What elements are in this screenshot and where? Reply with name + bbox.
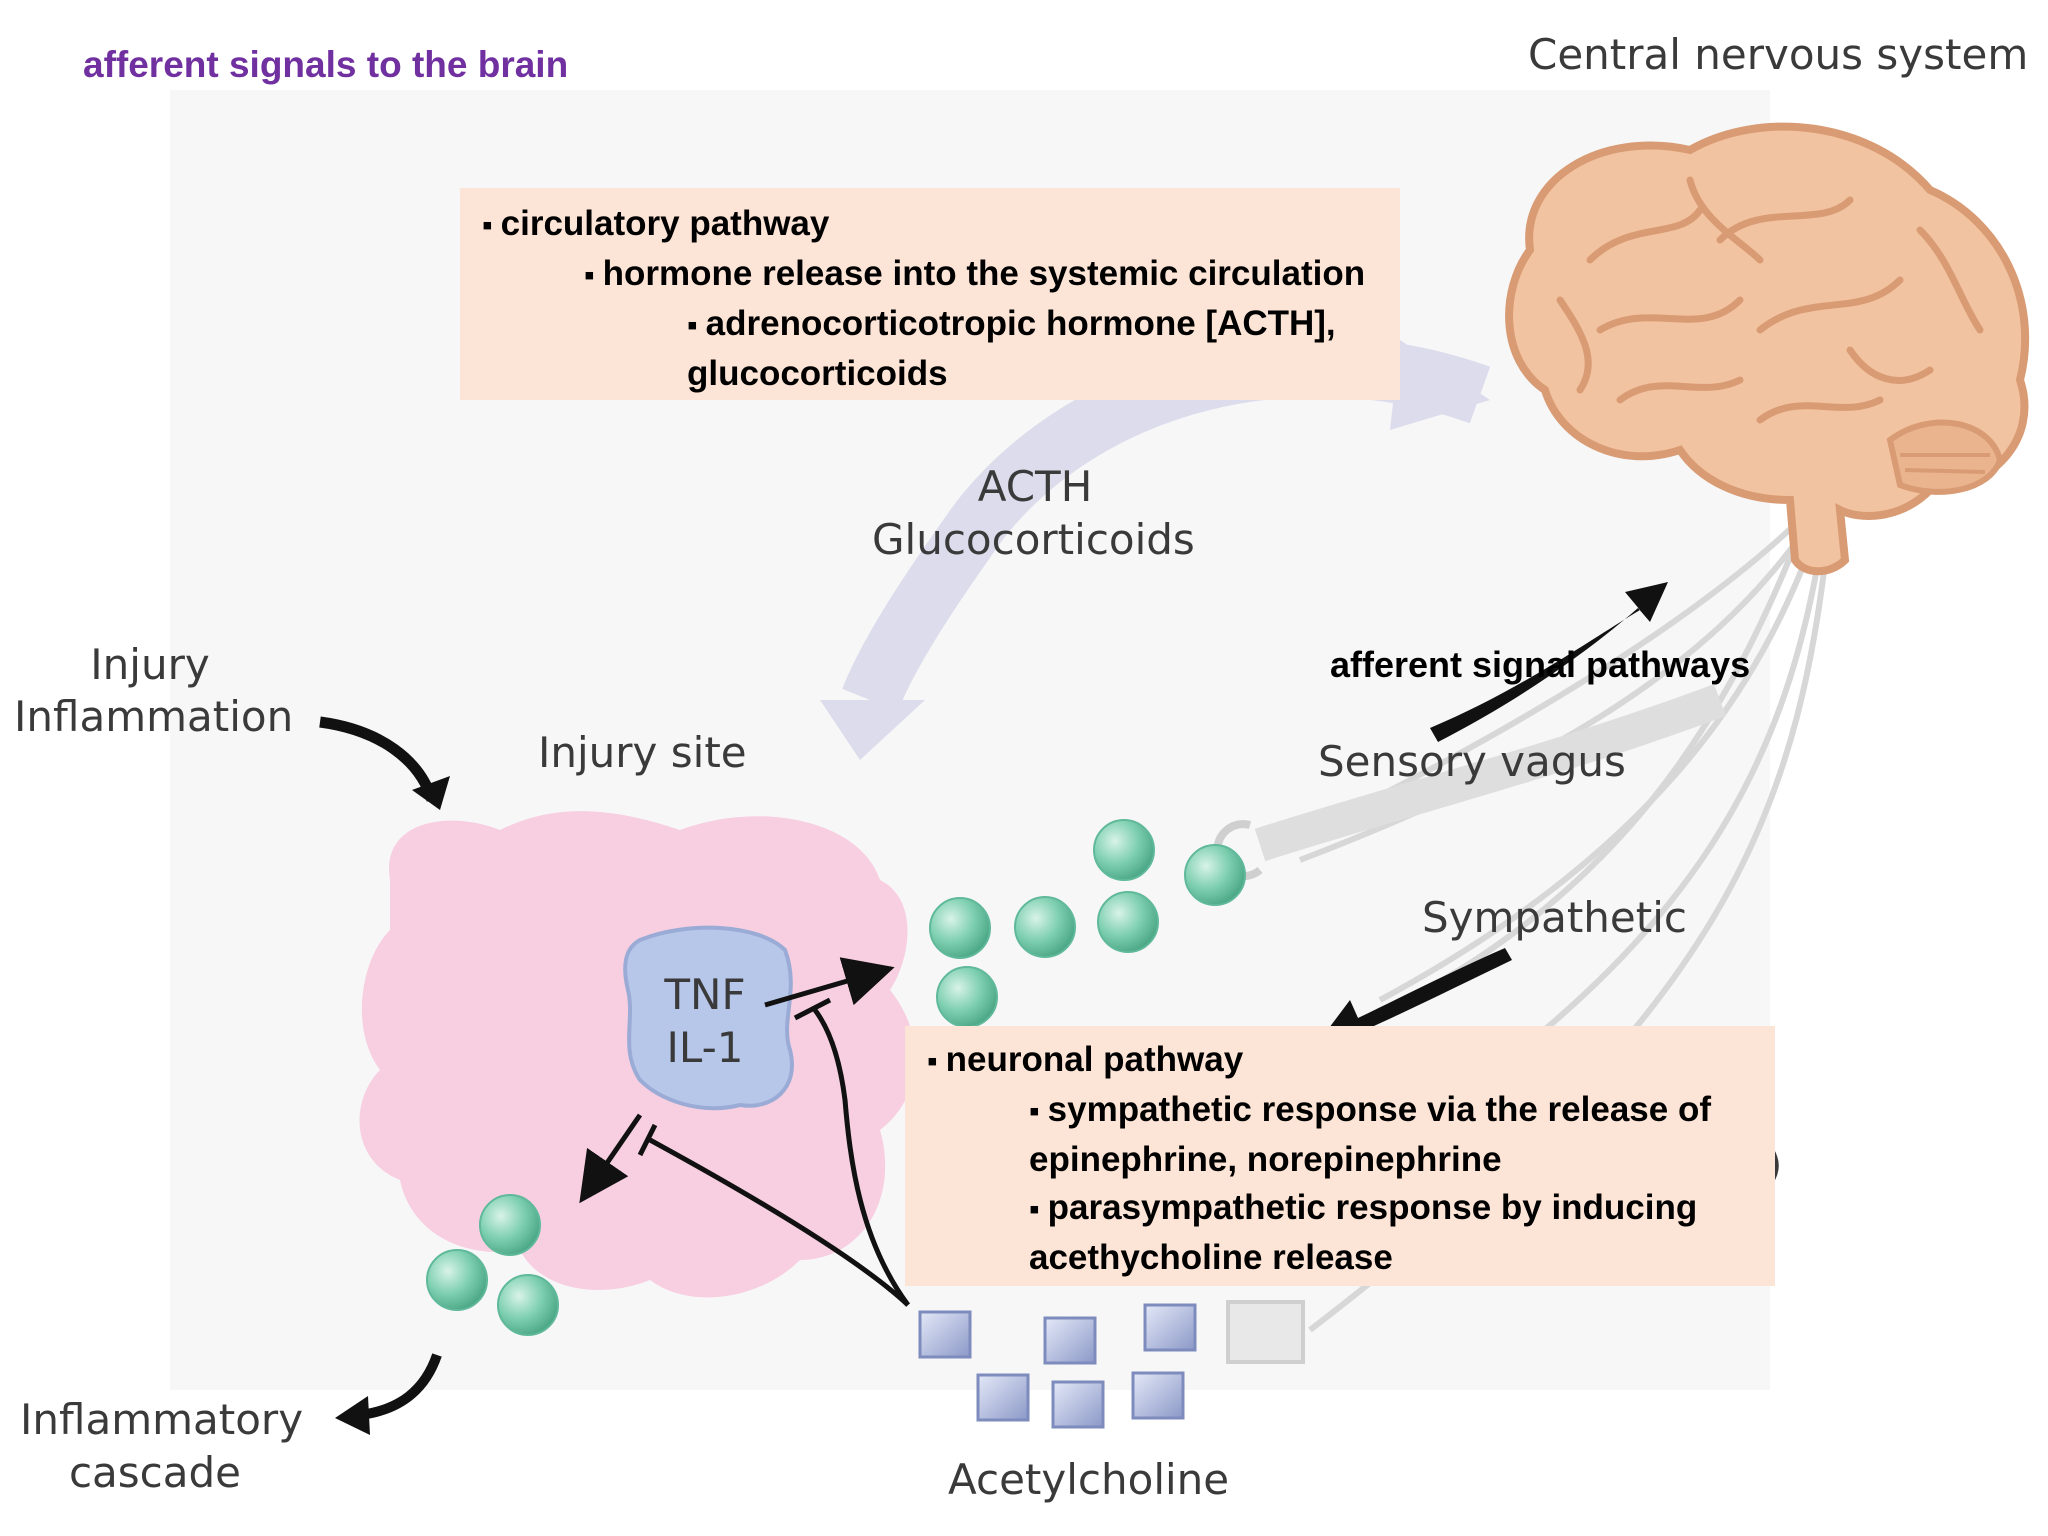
inflammation-label: Inflammation: [14, 692, 294, 741]
acth-label: ACTH: [977, 462, 1093, 511]
sensory-vagus-label: Sensory vagus: [1318, 737, 1626, 786]
injury-label: Injury: [90, 640, 210, 689]
injury-site-label: Injury site: [538, 728, 747, 777]
tnf-label: TNF: [664, 970, 746, 1019]
cascade-label: cascade: [68, 1448, 242, 1497]
callout-line: circulatory pathway: [482, 200, 1400, 250]
acetylcholine-label: Acetylcholine: [948, 1455, 1230, 1504]
inhibition-lines: [637, 997, 911, 1307]
cytokine-cell: [623, 925, 794, 1111]
callout-line: epinephrine, norepinephrine: [1029, 1140, 1502, 1179]
callout-line: glucocorticoids: [687, 354, 948, 393]
cascade-arrow: [579, 1113, 643, 1204]
afferent-pathways-label: afferent signal pathways: [1330, 644, 1751, 685]
inflammatory-cascade-arrow: [335, 1353, 442, 1435]
neuronal-callout: neuronal pathway sympathetic response vi…: [905, 1026, 1775, 1286]
callout-line: parasympathetic response by inducing: [927, 1184, 1775, 1234]
sensory-vagus-fiber: [1254, 684, 1726, 862]
acetylcholine-molecules: [918, 1303, 1197, 1429]
sympathetic-arrow: [1320, 948, 1512, 1050]
release-arrow: [764, 957, 895, 1008]
callout-line: acethycholine release: [1029, 1238, 1393, 1277]
brain-icon: [1505, 122, 2030, 576]
callout-line: sympathetic response via the release of: [927, 1086, 1775, 1136]
circulatory-callout: circulatory pathway hormone release into…: [460, 188, 1400, 400]
callout-line: adrenocorticotropic hormone [ACTH],: [482, 300, 1400, 350]
sympathetic-label: Sympathetic: [1422, 893, 1687, 942]
parasympathetic-terminal: [1226, 1300, 1305, 1364]
callout-line: hormone release into the systemic circul…: [482, 250, 1400, 300]
cns-label: Central nervous system: [1528, 30, 2029, 79]
callout-line: neuronal pathway: [927, 1036, 1775, 1086]
il1-label: IL-1: [666, 1023, 744, 1072]
injury-arrow: [319, 716, 450, 810]
inflammatory-label: Inflammatory: [20, 1395, 304, 1444]
glucocorticoids-label: Glucocorticoids: [872, 515, 1195, 564]
afferent-arrow: [1430, 582, 1668, 742]
slide-title: afferent signals to the brain: [83, 44, 569, 85]
